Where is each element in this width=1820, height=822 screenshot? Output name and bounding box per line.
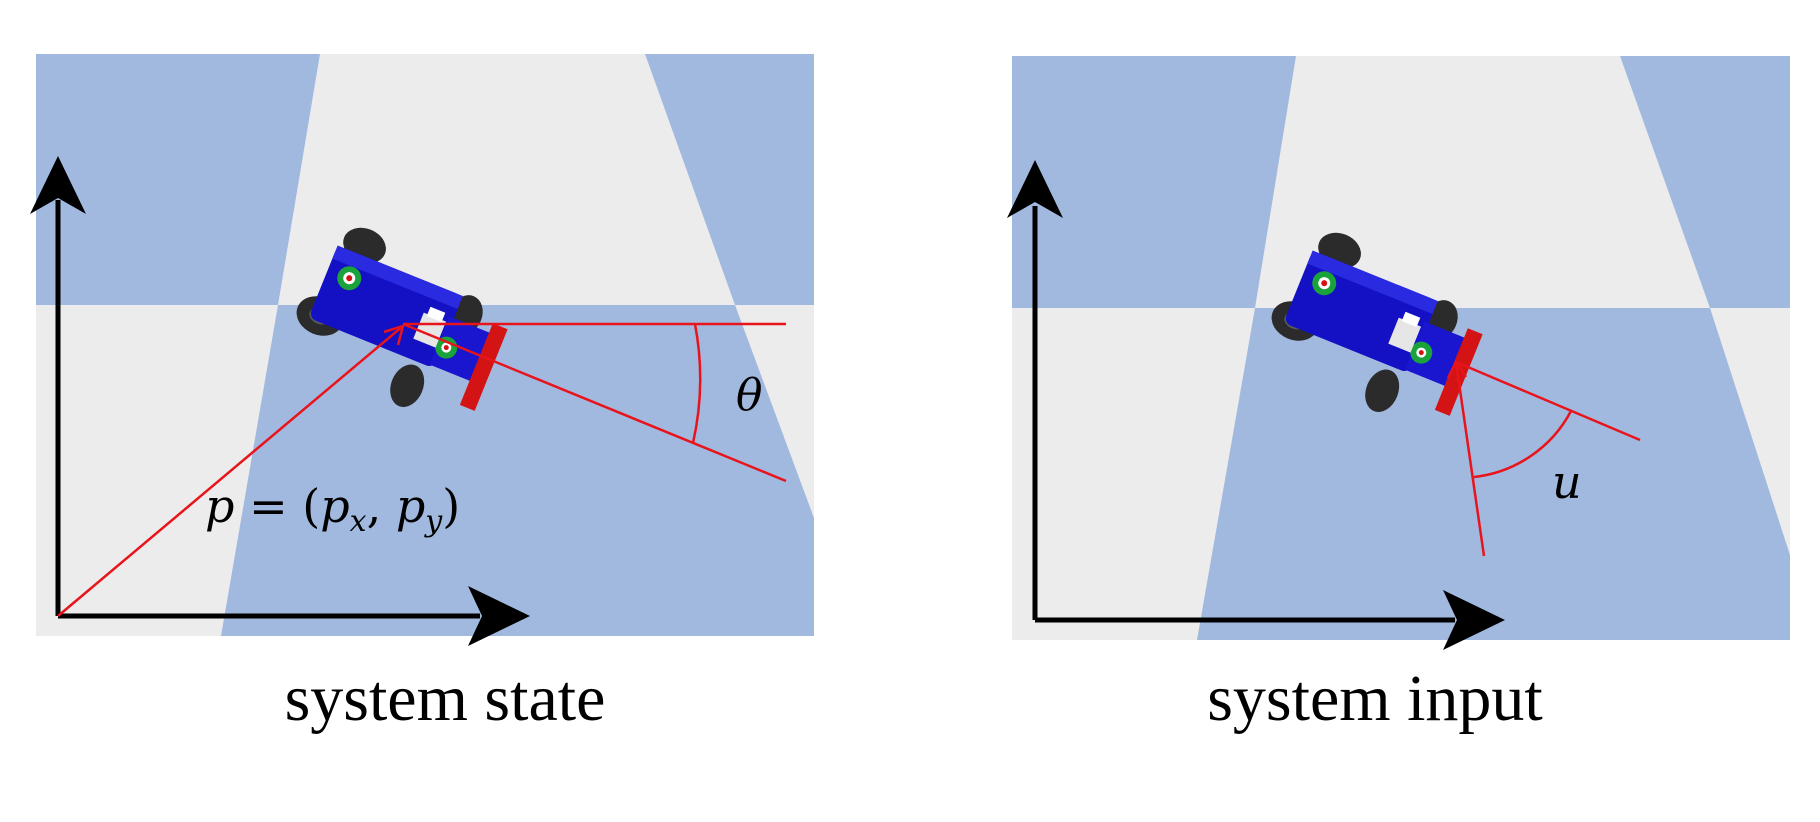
- heading-line: [1455, 360, 1641, 442]
- caption-system-state: system state: [285, 662, 606, 735]
- coordinate-axes: [30, 156, 530, 646]
- position-vector: [57, 325, 404, 617]
- state-annotations: p = (px, py) θ: [57, 322, 787, 617]
- heading-line: [402, 322, 787, 483]
- steering-line: [1454, 361, 1486, 557]
- angle-arc-u: [1473, 410, 1573, 479]
- angle-arc-theta: [691, 323, 702, 444]
- coordinate-axes: [1007, 160, 1505, 650]
- caption-system-input: system input: [1207, 662, 1543, 735]
- floor-checkerboard: [36, 54, 814, 636]
- steering-arrowhead: [1446, 359, 1468, 379]
- position-label: p = (px, py): [205, 479, 460, 539]
- panel-system-input: u system input: [1007, 56, 1790, 735]
- angle-label-u: u: [1552, 455, 1582, 509]
- input-annotations: u: [1446, 359, 1641, 557]
- angle-label-theta: θ: [736, 370, 763, 421]
- panel-system-state: p = (px, py) θ system state: [30, 54, 814, 735]
- position-vector-arrowhead: [383, 324, 405, 346]
